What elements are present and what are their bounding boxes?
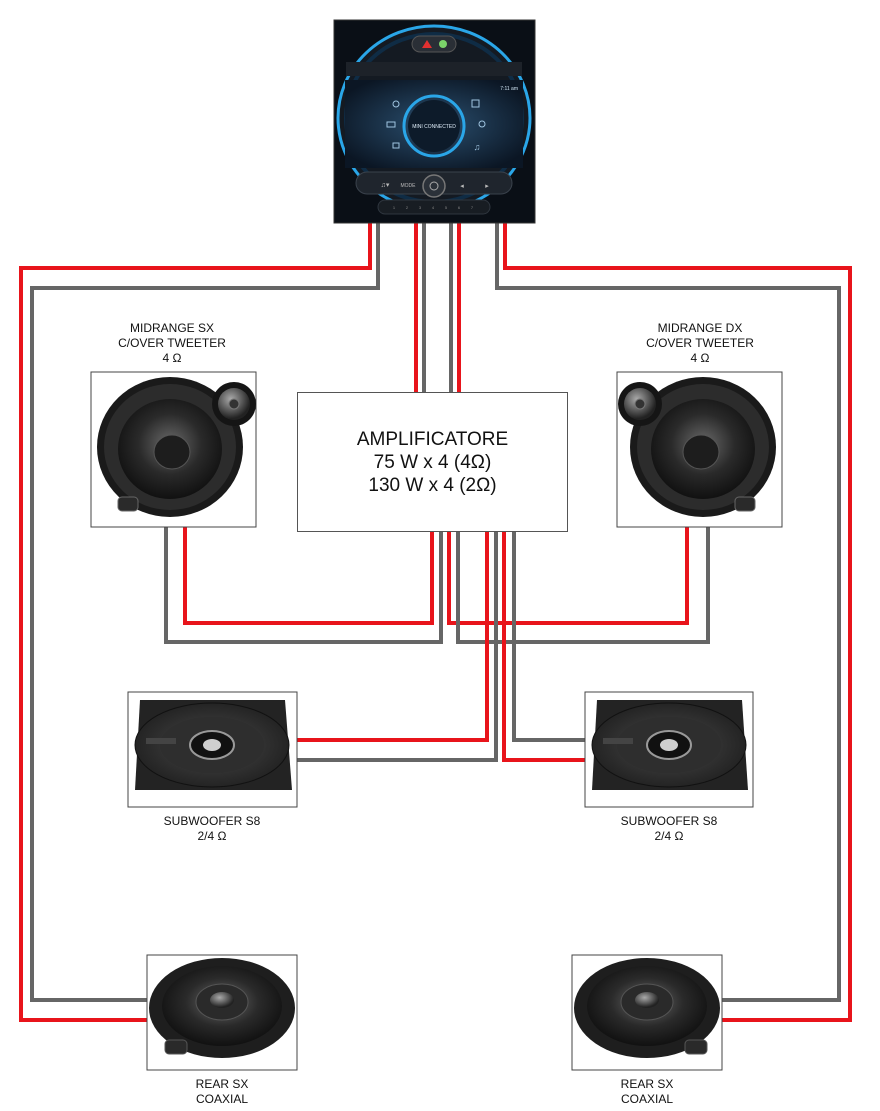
- screen-label: MINI CONNECTED: [412, 124, 456, 130]
- hazard-icon: [422, 40, 432, 48]
- subwoofer-right: [584, 691, 754, 808]
- svg-text:3: 3: [419, 205, 422, 210]
- wire-sub-left-negative: [297, 532, 498, 762]
- sub-right-label: SUBWOOFER S8 2/4 Ω: [589, 814, 749, 844]
- svg-text:5: 5: [445, 205, 448, 210]
- svg-text:1: 1: [393, 205, 396, 210]
- wire-rear-right-positive: [503, 222, 852, 1022]
- screen-clock: 7:11 am: [500, 86, 518, 92]
- amplifier-title: AMPLIFICATORE: [356, 428, 509, 450]
- screen-icon-flag: [392, 142, 400, 149]
- subwoofer-left: [127, 691, 298, 808]
- rear-right-label-line1: REAR SX: [620, 1077, 674, 1091]
- wire-mid-left-positive: [183, 527, 434, 625]
- prev-button-icon: ◂: [460, 183, 464, 190]
- screen-icon-media: [471, 99, 480, 108]
- next-button-icon: ▸: [485, 183, 489, 190]
- rear-left-label: REAR SX COAXIAL: [142, 1077, 302, 1107]
- wires: [19, 222, 852, 1022]
- midrange-left-speaker: [90, 371, 257, 528]
- wire-mid-left-negative: [164, 527, 443, 644]
- wire-rear-right-negative: [495, 222, 841, 1002]
- mode-button: MODE: [401, 183, 417, 189]
- wire-mid-right-negative: [456, 527, 710, 644]
- rear-left-coaxial: [146, 954, 298, 1071]
- amplifier-box: AMPLIFICATORE 75 W x 4 (4Ω) 130 W x 4 (2…: [297, 392, 568, 532]
- info-icon: [439, 40, 447, 48]
- screen-icon-car: [386, 121, 396, 128]
- hazard-button: [411, 35, 457, 53]
- rear-left-label-line1: REAR SX: [195, 1077, 249, 1091]
- midrange-right-label-line3: 4 Ω: [690, 351, 710, 365]
- rear-right-coaxial: [571, 954, 723, 1071]
- wire-sub-right-negative: [512, 532, 585, 742]
- screen-icon-music: ♫: [474, 142, 481, 152]
- svg-text:6: 6: [458, 205, 461, 210]
- svg-text:7: 7: [471, 205, 474, 210]
- sub-left-label-line1: SUBWOOFER S8: [163, 814, 261, 828]
- midrange-right-label: MIDRANGE DX C/OVER TWEETER 4 Ω: [620, 321, 780, 366]
- svg-text:4: 4: [432, 205, 435, 210]
- screen-icon-settings: [392, 100, 400, 108]
- wire-sub-right-positive: [502, 532, 585, 762]
- midrange-left-label-line3: 4 Ω: [162, 351, 182, 365]
- amplifier-power-2ohm: 130 W x 4 (2Ω): [368, 474, 497, 496]
- wire-rear-left-positive: [19, 222, 372, 1022]
- sub-right-label-line1: SUBWOOFER S8: [620, 814, 718, 828]
- svg-text:2: 2: [406, 205, 409, 210]
- rear-right-label: REAR SX COAXIAL: [567, 1077, 727, 1107]
- rear-left-label-line2: COAXIAL: [195, 1092, 249, 1106]
- midrange-right-speaker: [616, 371, 783, 528]
- volume-knob: [422, 174, 446, 198]
- wire-mid-right-positive: [447, 527, 689, 625]
- head-unit: 7:11 am MINI CONNECTED ♫ ♫▾ MODE ◂ ▸ 1 2 3…: [333, 19, 536, 224]
- screen-icon-phone: [478, 120, 486, 128]
- wire-rear-left-negative: [30, 222, 380, 1002]
- wire-sub-left-positive: [297, 532, 489, 742]
- midrange-left-label: MIDRANGE SX C/OVER TWEETER 4 Ω: [92, 321, 252, 366]
- midrange-left-label-line2: C/OVER TWEETER: [118, 336, 226, 350]
- sub-right-label-line2: 2/4 Ω: [654, 829, 684, 843]
- amplifier-power-4ohm: 75 W x 4 (4Ω): [373, 451, 492, 473]
- sub-left-label-line2: 2/4 Ω: [197, 829, 227, 843]
- midrange-right-label-line1: MIDRANGE DX: [657, 321, 743, 335]
- source-button-icon: ♫▾: [381, 182, 390, 189]
- midrange-left-label-line1: MIDRANGE SX: [129, 321, 214, 335]
- rear-right-label-line2: COAXIAL: [620, 1092, 674, 1106]
- midrange-right-label-line2: C/OVER TWEETER: [646, 336, 754, 350]
- sub-left-label: SUBWOOFER S8 2/4 Ω: [132, 814, 292, 844]
